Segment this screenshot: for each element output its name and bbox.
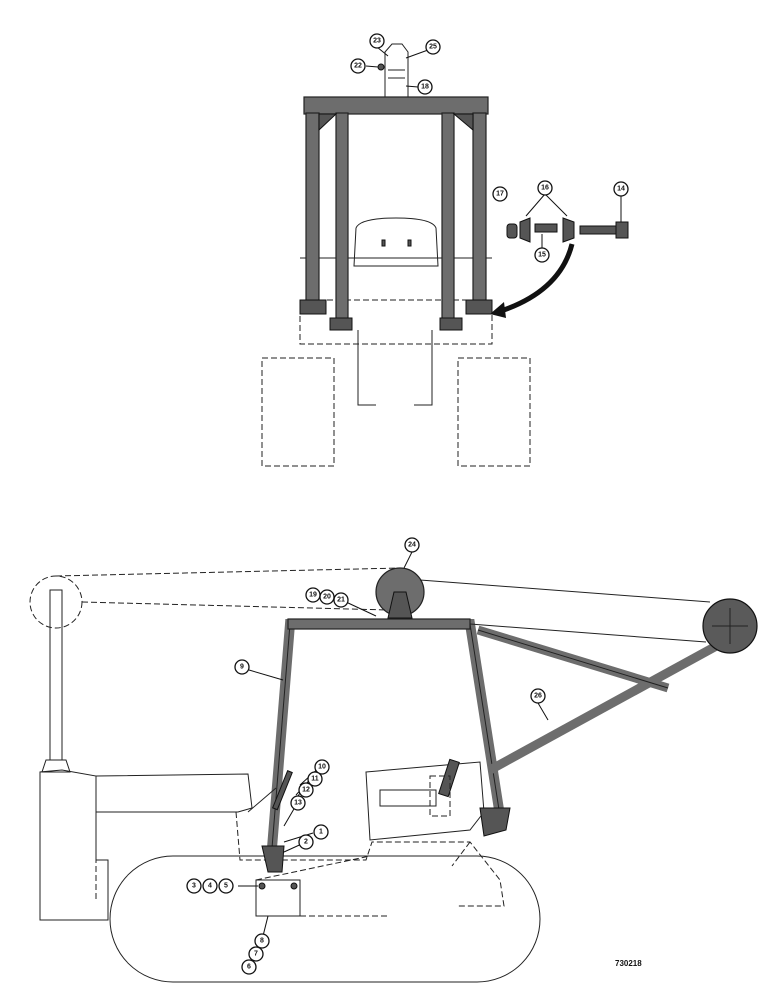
callout-2: 2 [298,834,314,850]
seat-bolt [381,239,386,247]
rear-mount-foot [261,845,285,873]
callout-17: 17 [492,186,508,202]
rops-inner-post-right [441,112,455,329]
part-16-bushing-left [519,217,531,243]
svg-text:12: 12 [302,787,310,794]
svg-text:9: 9 [240,664,244,671]
exhaust-mast [49,589,63,761]
boom-arm [487,640,723,774]
callout-15: 15 [534,247,550,263]
front-mount-foot [479,807,511,837]
crawler-track [109,855,541,983]
svg-text:13: 13 [294,800,302,807]
callout-24: 24 [404,537,420,553]
svg-text:26: 26 [534,693,542,700]
callout-4: 4 [202,878,218,894]
rops-side-top [287,618,471,630]
svg-text:5: 5 [224,883,228,890]
callout-13: 13 [290,795,306,811]
callout-26: 26 [530,688,546,704]
svg-text:19: 19 [309,592,317,599]
rops-outer-post-left [305,112,320,314]
right-wheel [457,357,531,467]
gusset [452,113,474,132]
svg-text:4: 4 [208,883,212,890]
svg-text:15: 15 [538,252,546,259]
svg-text:17: 17 [496,191,504,198]
svg-text:14: 14 [617,186,625,193]
left-wheel [261,357,335,467]
callout-5: 5 [218,878,234,894]
bracket-bolt [377,63,385,71]
svg-text:10: 10 [318,764,326,771]
svg-text:3: 3 [192,883,196,890]
svg-text:18: 18 [421,84,429,91]
svg-text:24: 24 [408,542,416,549]
tractor-body-outline [299,299,493,345]
seat-outline [353,217,439,267]
callout-23: 23 [369,33,385,49]
callout-19: 19 [305,587,321,603]
rops-outer-post-right [472,112,487,314]
mount-bolts-right [439,317,463,331]
left-pedal [357,330,376,406]
callout-6: 6 [241,959,257,975]
svg-text:25: 25 [429,44,437,51]
svg-text:2: 2 [304,839,308,846]
callout-11: 11 [307,771,323,787]
rear-pulley [29,575,83,629]
mount-bracket-left [299,299,327,315]
gusset [318,113,338,132]
svg-text:23: 23 [373,38,381,45]
callout-21: 21 [333,592,349,608]
svg-text:7: 7 [254,951,258,958]
seat-lever [272,770,293,811]
mount-bracket-right [465,299,493,315]
callout-25: 25 [425,39,441,55]
callout-12: 12 [298,782,314,798]
callout-9: 9 [234,659,250,675]
rops-side-frame [267,619,505,849]
callout-3: 3 [186,878,202,894]
callout-8: 8 [254,933,270,949]
svg-text:1: 1 [319,829,323,836]
svg-text:16: 16 [541,185,549,192]
svg-text:8: 8 [260,938,264,945]
part-17-nut [506,223,518,239]
svg-text:6: 6 [247,964,251,971]
engine-hood [39,769,109,921]
svg-text:11: 11 [311,776,319,783]
right-pedal [414,330,433,406]
svg-text:22: 22 [354,63,362,70]
callout-20: 20 [319,589,335,605]
sheave-bracket [387,591,413,619]
assembly-arrow [497,243,575,315]
tank-outline [95,773,253,813]
fender-panel [365,761,485,841]
seat-bolt [407,239,412,247]
callout-22: 22 [350,58,366,74]
part-15-spacer [534,223,558,233]
part-14-bolt-shank [579,225,617,235]
mount-bolts-left [329,317,353,331]
callout-7: 7 [248,946,264,962]
callout-10: 10 [314,759,330,775]
part-14-bolt-head [615,221,629,239]
side-view [29,551,758,983]
callout-1: 1 [313,824,329,840]
figure-code: 730218 [615,959,642,968]
front-view [261,43,629,467]
part-16-bushing-right [562,217,575,243]
svg-text:20: 20 [323,594,331,601]
rops-top-crossbar [303,96,489,115]
rops-inner-post-left [335,112,349,329]
callout-16: 16 [537,180,553,196]
callout-14: 14 [613,181,629,197]
sheave-bracket [384,43,409,97]
callout-18: 18 [417,79,433,95]
svg-text:21: 21 [337,597,345,604]
control-slot [379,789,437,807]
